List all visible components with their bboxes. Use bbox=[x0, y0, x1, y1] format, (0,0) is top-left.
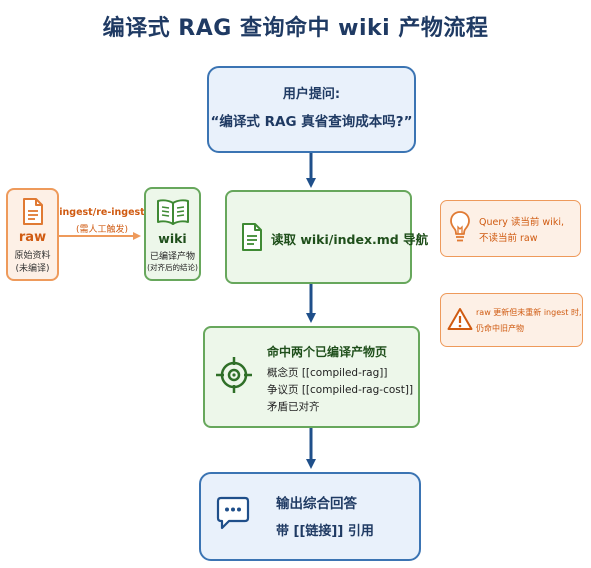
question-box: 用户提问: “编译式 RAG 真省查询成本吗?” bbox=[207, 66, 416, 153]
raw-box: raw 原始资料 (未编译) bbox=[6, 188, 59, 281]
lightbulb-icon bbox=[450, 211, 470, 242]
read-index-box: 读取 wiki/index.md 导航 bbox=[225, 190, 428, 284]
hit-pages-title: 命中两个已编译产物页 bbox=[267, 345, 388, 359]
read-index-text: 读取 wiki/index.md 导航 bbox=[271, 232, 429, 247]
hit-pages-box: 命中两个已编译产物页 概念页 [[compiled-rag]] 争议页 [[co… bbox=[203, 326, 420, 428]
output-citation: 带 [[链接]] 引用 bbox=[276, 524, 374, 539]
raw-status: (未编译) bbox=[15, 264, 50, 274]
diagram-title: 编译式 RAG 查询命中 wiki 产物流程 bbox=[102, 16, 489, 41]
book-icon bbox=[157, 199, 189, 225]
output-box: 输出综合回答 带 [[链接]] 引用 bbox=[199, 472, 421, 561]
note-warning-line1: raw 更新但未重新 ingest 时, bbox=[476, 308, 582, 317]
ingest-note: (需人工触发) bbox=[75, 225, 129, 235]
note-query-wiki: Query 读当前 wiki, 不读当前 raw bbox=[440, 200, 581, 257]
wiki-status: (对齐后的结论) bbox=[147, 263, 198, 272]
question-text: “编译式 RAG 真省查询成本吗?” bbox=[210, 114, 413, 130]
hit-dispute-page: 争议页 [[compiled-rag-cost]] bbox=[267, 384, 414, 396]
chat-bubble-icon bbox=[216, 496, 250, 530]
note-query-line1: Query 读当前 wiki, bbox=[479, 217, 564, 228]
warning-icon bbox=[447, 308, 473, 330]
document-icon bbox=[242, 223, 262, 251]
note-stale-warning: raw 更新但未重新 ingest 时, 仍命中旧产物 bbox=[440, 293, 583, 347]
output-title: 输出综合回答 bbox=[276, 496, 357, 512]
document-icon bbox=[23, 198, 43, 225]
question-label: 用户提问: bbox=[282, 87, 341, 102]
wiki-name: wiki bbox=[158, 231, 187, 246]
target-icon bbox=[216, 357, 252, 393]
note-query-line2: 不读当前 raw bbox=[479, 233, 538, 244]
hit-concept-page: 概念页 [[compiled-rag]] bbox=[267, 367, 388, 379]
raw-name: raw bbox=[18, 230, 47, 245]
note-warning-line2: 仍命中旧产物 bbox=[476, 324, 524, 333]
hit-conflict-status: 矛盾已对齐 bbox=[267, 401, 320, 413]
wiki-desc: 已编译产物 bbox=[149, 252, 195, 262]
ingest-label: ingest/re-ingest bbox=[59, 207, 145, 218]
raw-desc: 原始资料 bbox=[14, 251, 51, 261]
wiki-box: wiki 已编译产物 (对齐后的结论) bbox=[144, 187, 201, 281]
